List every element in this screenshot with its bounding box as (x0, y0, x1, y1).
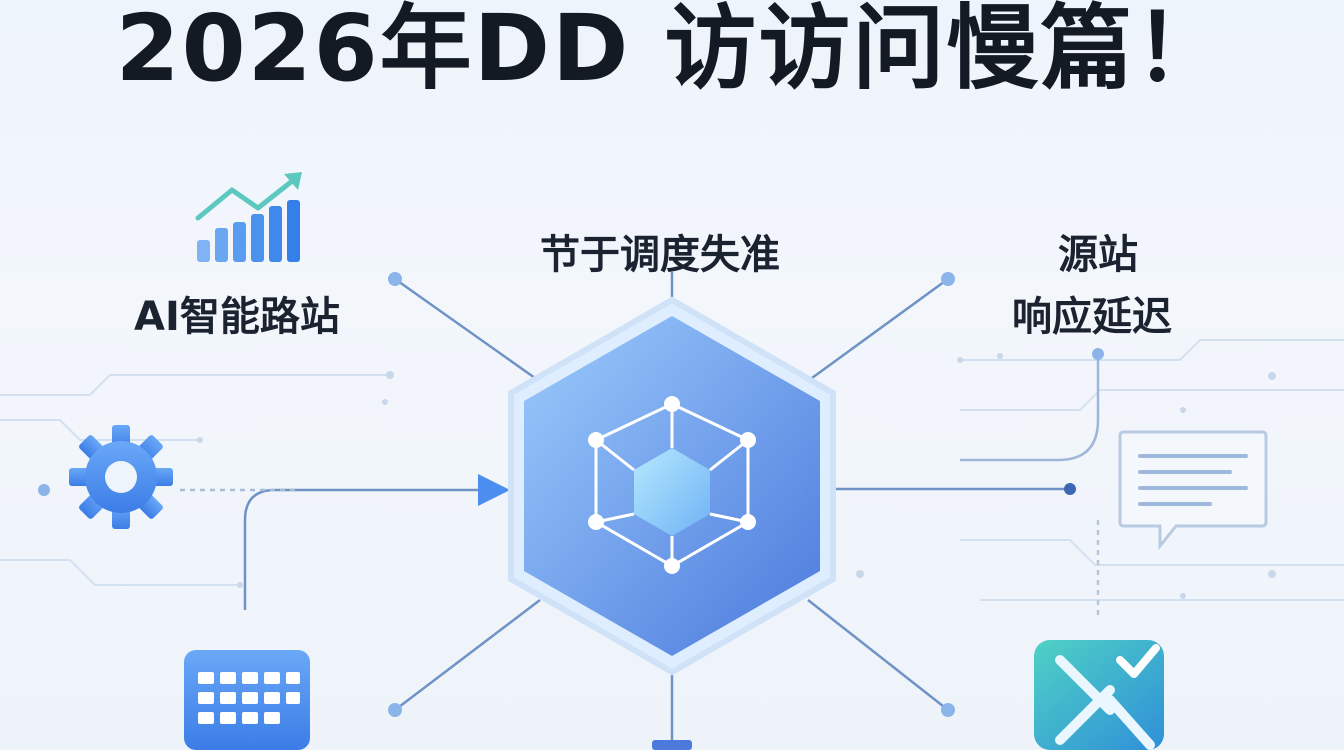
circuit-traces (0, 339, 1344, 601)
connector-lines (180, 272, 1100, 750)
partial-bottom-icon (652, 740, 692, 750)
endpoint-dots (38, 272, 1104, 717)
node-label-ai-routing: AI智能路站 (134, 294, 340, 340)
circuit-dots (197, 353, 1276, 599)
endpoint-dot-right (1064, 483, 1076, 495)
arrow-head (478, 474, 510, 506)
growth-chart-icon (195, 172, 302, 262)
gear-icon (69, 425, 173, 529)
page-title: 2026年DD 访访问慢篇！ (115, 0, 1229, 102)
node-label-scheduling: 节于调度失准 (540, 232, 780, 278)
node-label-latency: 响应延迟 (1012, 294, 1172, 340)
network-icon (1034, 640, 1164, 750)
calendar-icon (184, 650, 310, 750)
central-cube-icon (588, 396, 756, 574)
message-icon (1118, 430, 1268, 551)
node-label-origin: 源站 (1058, 232, 1138, 278)
